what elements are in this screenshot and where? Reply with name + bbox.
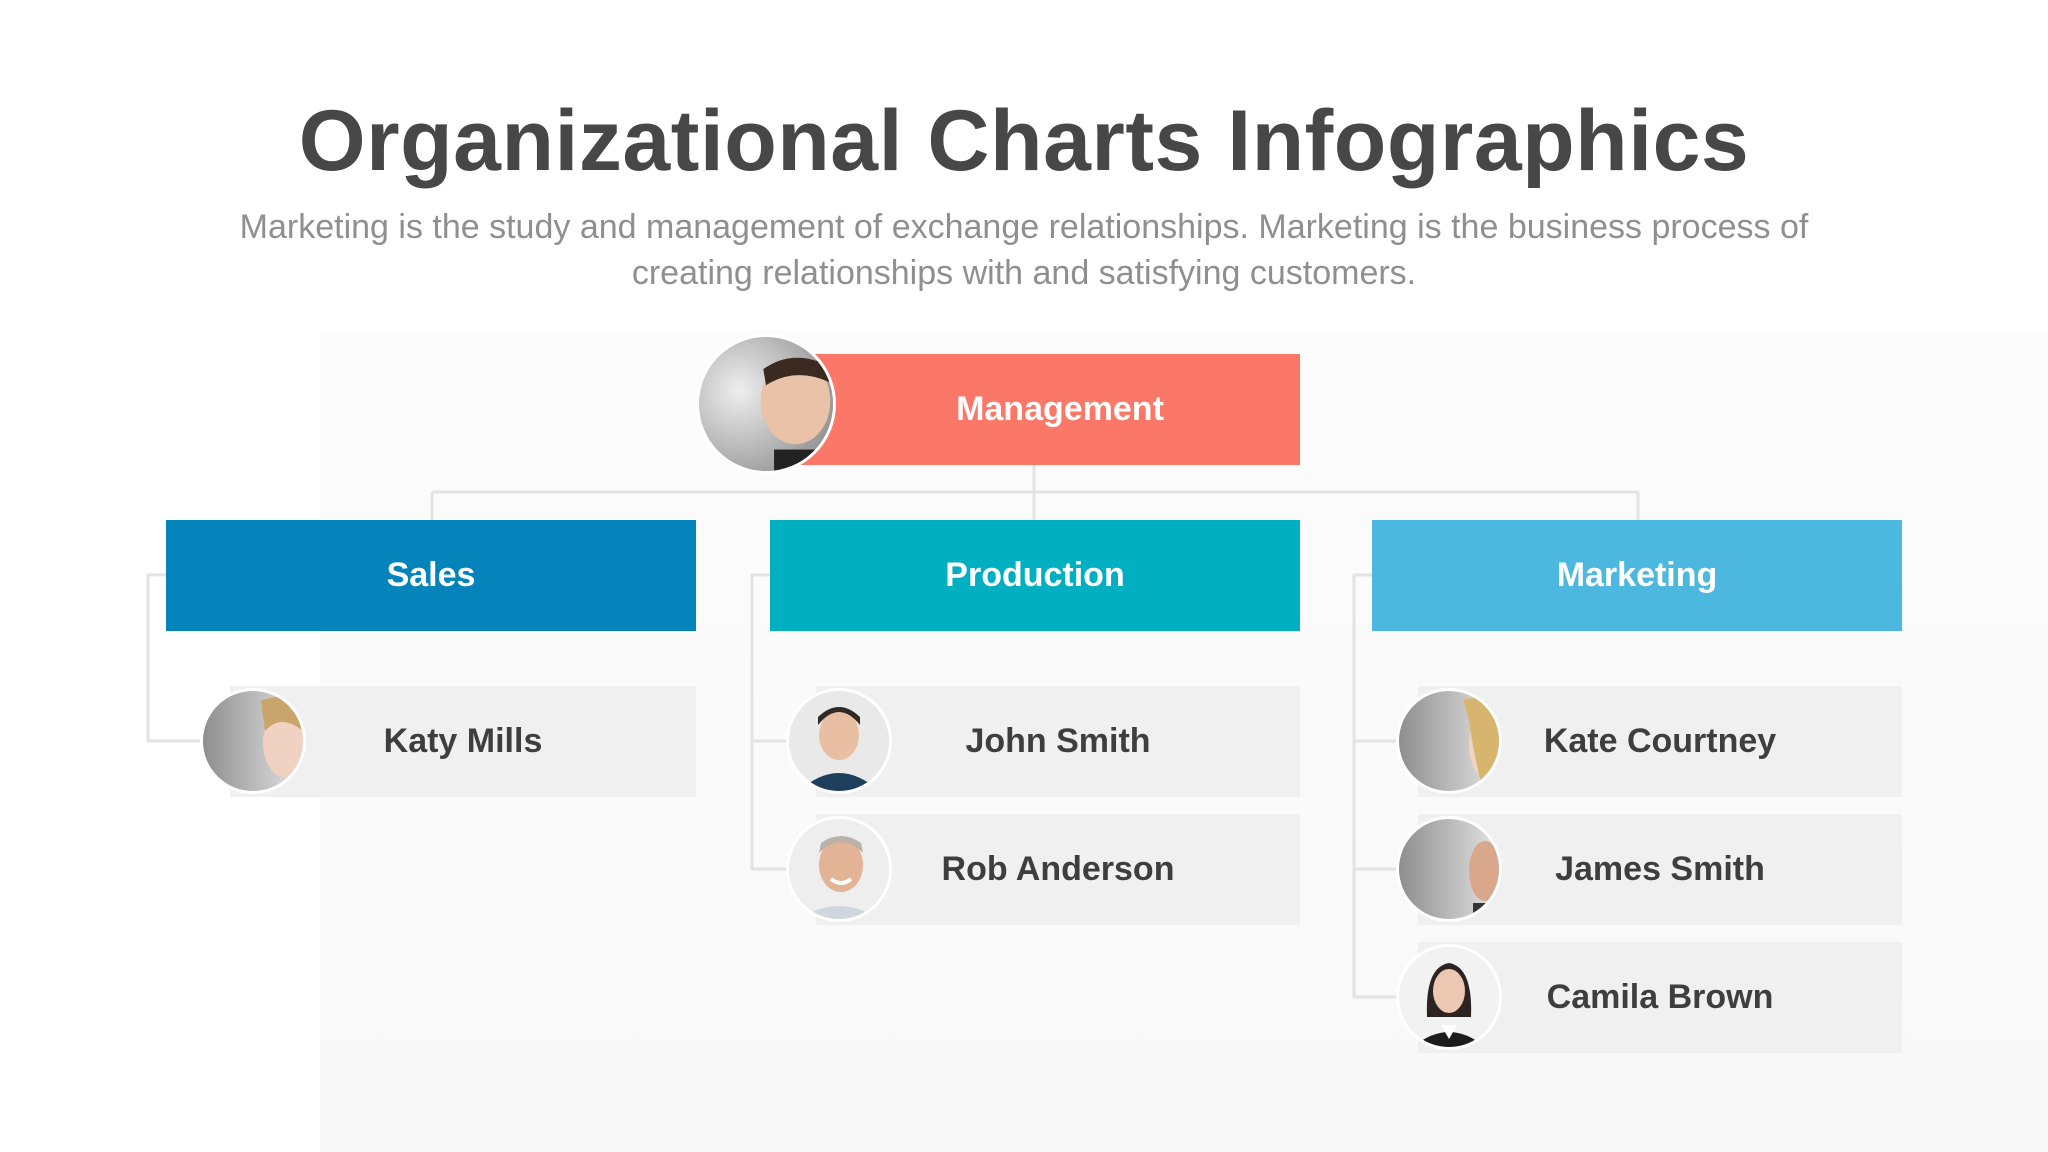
person-photo-icon xyxy=(200,688,306,794)
department-box-marketing: Marketing xyxy=(1372,520,1902,631)
person-photo-icon xyxy=(1396,688,1502,794)
department-label: Sales xyxy=(386,556,476,594)
member-card: John Smith xyxy=(816,686,1300,797)
management-label: Management xyxy=(956,390,1164,428)
member-name: Rob Anderson xyxy=(941,850,1175,888)
department-label: Production xyxy=(945,556,1125,594)
member-name: James Smith xyxy=(1555,850,1765,888)
member-card: Katy Mills xyxy=(230,686,696,797)
person-photo-icon xyxy=(786,688,892,794)
person-photo-icon xyxy=(1396,944,1502,1050)
person-photo-icon xyxy=(696,334,836,474)
page-subtitle: Marketing is the study and management of… xyxy=(239,208,1809,292)
person-photo-icon xyxy=(1396,816,1502,922)
member-card: Rob Anderson xyxy=(816,814,1300,925)
person-photo-icon xyxy=(786,816,892,922)
member-name: Kate Courtney xyxy=(1543,722,1777,760)
department-box-production: Production xyxy=(770,520,1300,631)
member-name: Camila Brown xyxy=(1546,978,1774,1016)
member-name: Katy Mills xyxy=(383,722,543,760)
member-name: John Smith xyxy=(965,722,1151,760)
department-box-sales: Sales xyxy=(166,520,696,631)
page-title: Organizational Charts Infographics xyxy=(298,93,1750,189)
management-box: Management xyxy=(790,354,1300,465)
department-label: Marketing xyxy=(1556,556,1718,594)
